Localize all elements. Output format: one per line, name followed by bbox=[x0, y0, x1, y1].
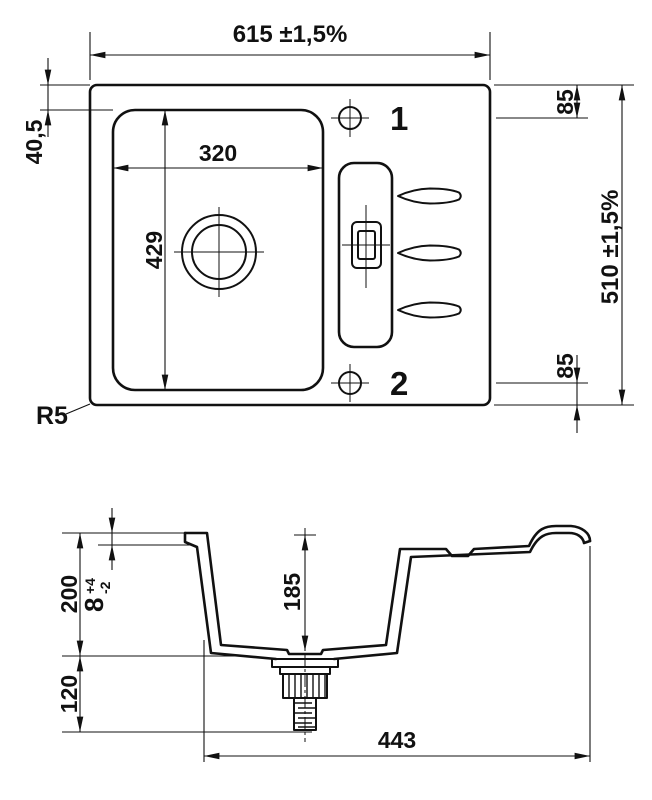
tap-hole-1-label: 1 bbox=[390, 100, 408, 137]
tap-hole-1 bbox=[331, 99, 369, 137]
dim-bottom-width: 443 bbox=[203, 546, 591, 762]
dim-text-bottom-width: 443 bbox=[378, 727, 416, 753]
dim-text-bowl-width: 320 bbox=[199, 140, 237, 166]
dim-text-overall-width: 615 ±1,5% bbox=[233, 21, 348, 48]
tap-hole-2-label: 2 bbox=[390, 365, 408, 402]
dim-hole-top-offset: 85 bbox=[496, 85, 588, 119]
drain bbox=[174, 207, 264, 297]
tap-hole-2 bbox=[331, 364, 369, 402]
rim-tolerance-plus: +4 bbox=[82, 578, 98, 594]
dim-text-rim-thickness: 8 +4 -2 bbox=[79, 578, 113, 612]
bowl-outline bbox=[111, 108, 325, 392]
dim-hole-bottom-offset: 85 bbox=[496, 353, 588, 433]
dim-overall-height: 510 ±1,5% bbox=[494, 84, 634, 406]
dim-text-bowl-length: 429 bbox=[141, 231, 167, 269]
section-inner-profile bbox=[183, 524, 592, 656]
section-view: 200 8 +4 -2 185 bbox=[56, 508, 592, 762]
dim-bowl-length: 429 bbox=[141, 110, 169, 390]
overflow-detail bbox=[342, 205, 390, 288]
corner-radius-callout: R5 bbox=[36, 402, 91, 430]
dim-rim-thickness: 8 +4 -2 bbox=[79, 508, 192, 612]
dim-overall-width: 615 ±1,5% bbox=[89, 21, 491, 80]
dim-text-drain-height: 120 bbox=[56, 675, 82, 713]
groove-icon bbox=[397, 244, 462, 262]
dim-text-depth-outer: 200 bbox=[56, 575, 82, 613]
tailpiece-threads bbox=[294, 702, 316, 728]
dim-text-overall-height: 510 ±1,5% bbox=[597, 190, 624, 305]
dim-drain-height: 120 bbox=[56, 656, 312, 733]
groove-icon bbox=[397, 301, 462, 319]
dim-text-hole-top-offset: 85 bbox=[552, 89, 578, 115]
locknut-ribs bbox=[288, 674, 326, 698]
dim-depth-inner: 185 bbox=[279, 534, 316, 651]
dim-depth-outer: 200 bbox=[56, 532, 245, 657]
dim-edge-offset: 40,5 bbox=[21, 58, 113, 164]
rim-thickness-value: 8 bbox=[79, 598, 109, 612]
dim-text-corner-radius: R5 bbox=[36, 402, 68, 430]
drainer-grooves bbox=[397, 187, 462, 319]
groove-icon bbox=[397, 187, 462, 205]
plan-view: 1 2 615 ±1,5% 40,5 bbox=[21, 21, 634, 433]
dim-text-depth-inner: 185 bbox=[279, 573, 305, 612]
dim-bowl-width: 320 bbox=[113, 140, 323, 172]
dim-text-hole-bottom-offset: 85 bbox=[552, 353, 578, 379]
drainer-tray-outline bbox=[337, 161, 394, 349]
drain-centerlines bbox=[174, 207, 264, 297]
drain-assembly bbox=[271, 658, 339, 731]
dim-text-edge-offset: 40,5 bbox=[21, 119, 47, 164]
sink-outline bbox=[88, 83, 492, 407]
rim-tolerance-minus: -2 bbox=[97, 581, 113, 594]
section-outer-profile bbox=[183, 531, 592, 661]
overflow-centerlines bbox=[342, 205, 390, 288]
